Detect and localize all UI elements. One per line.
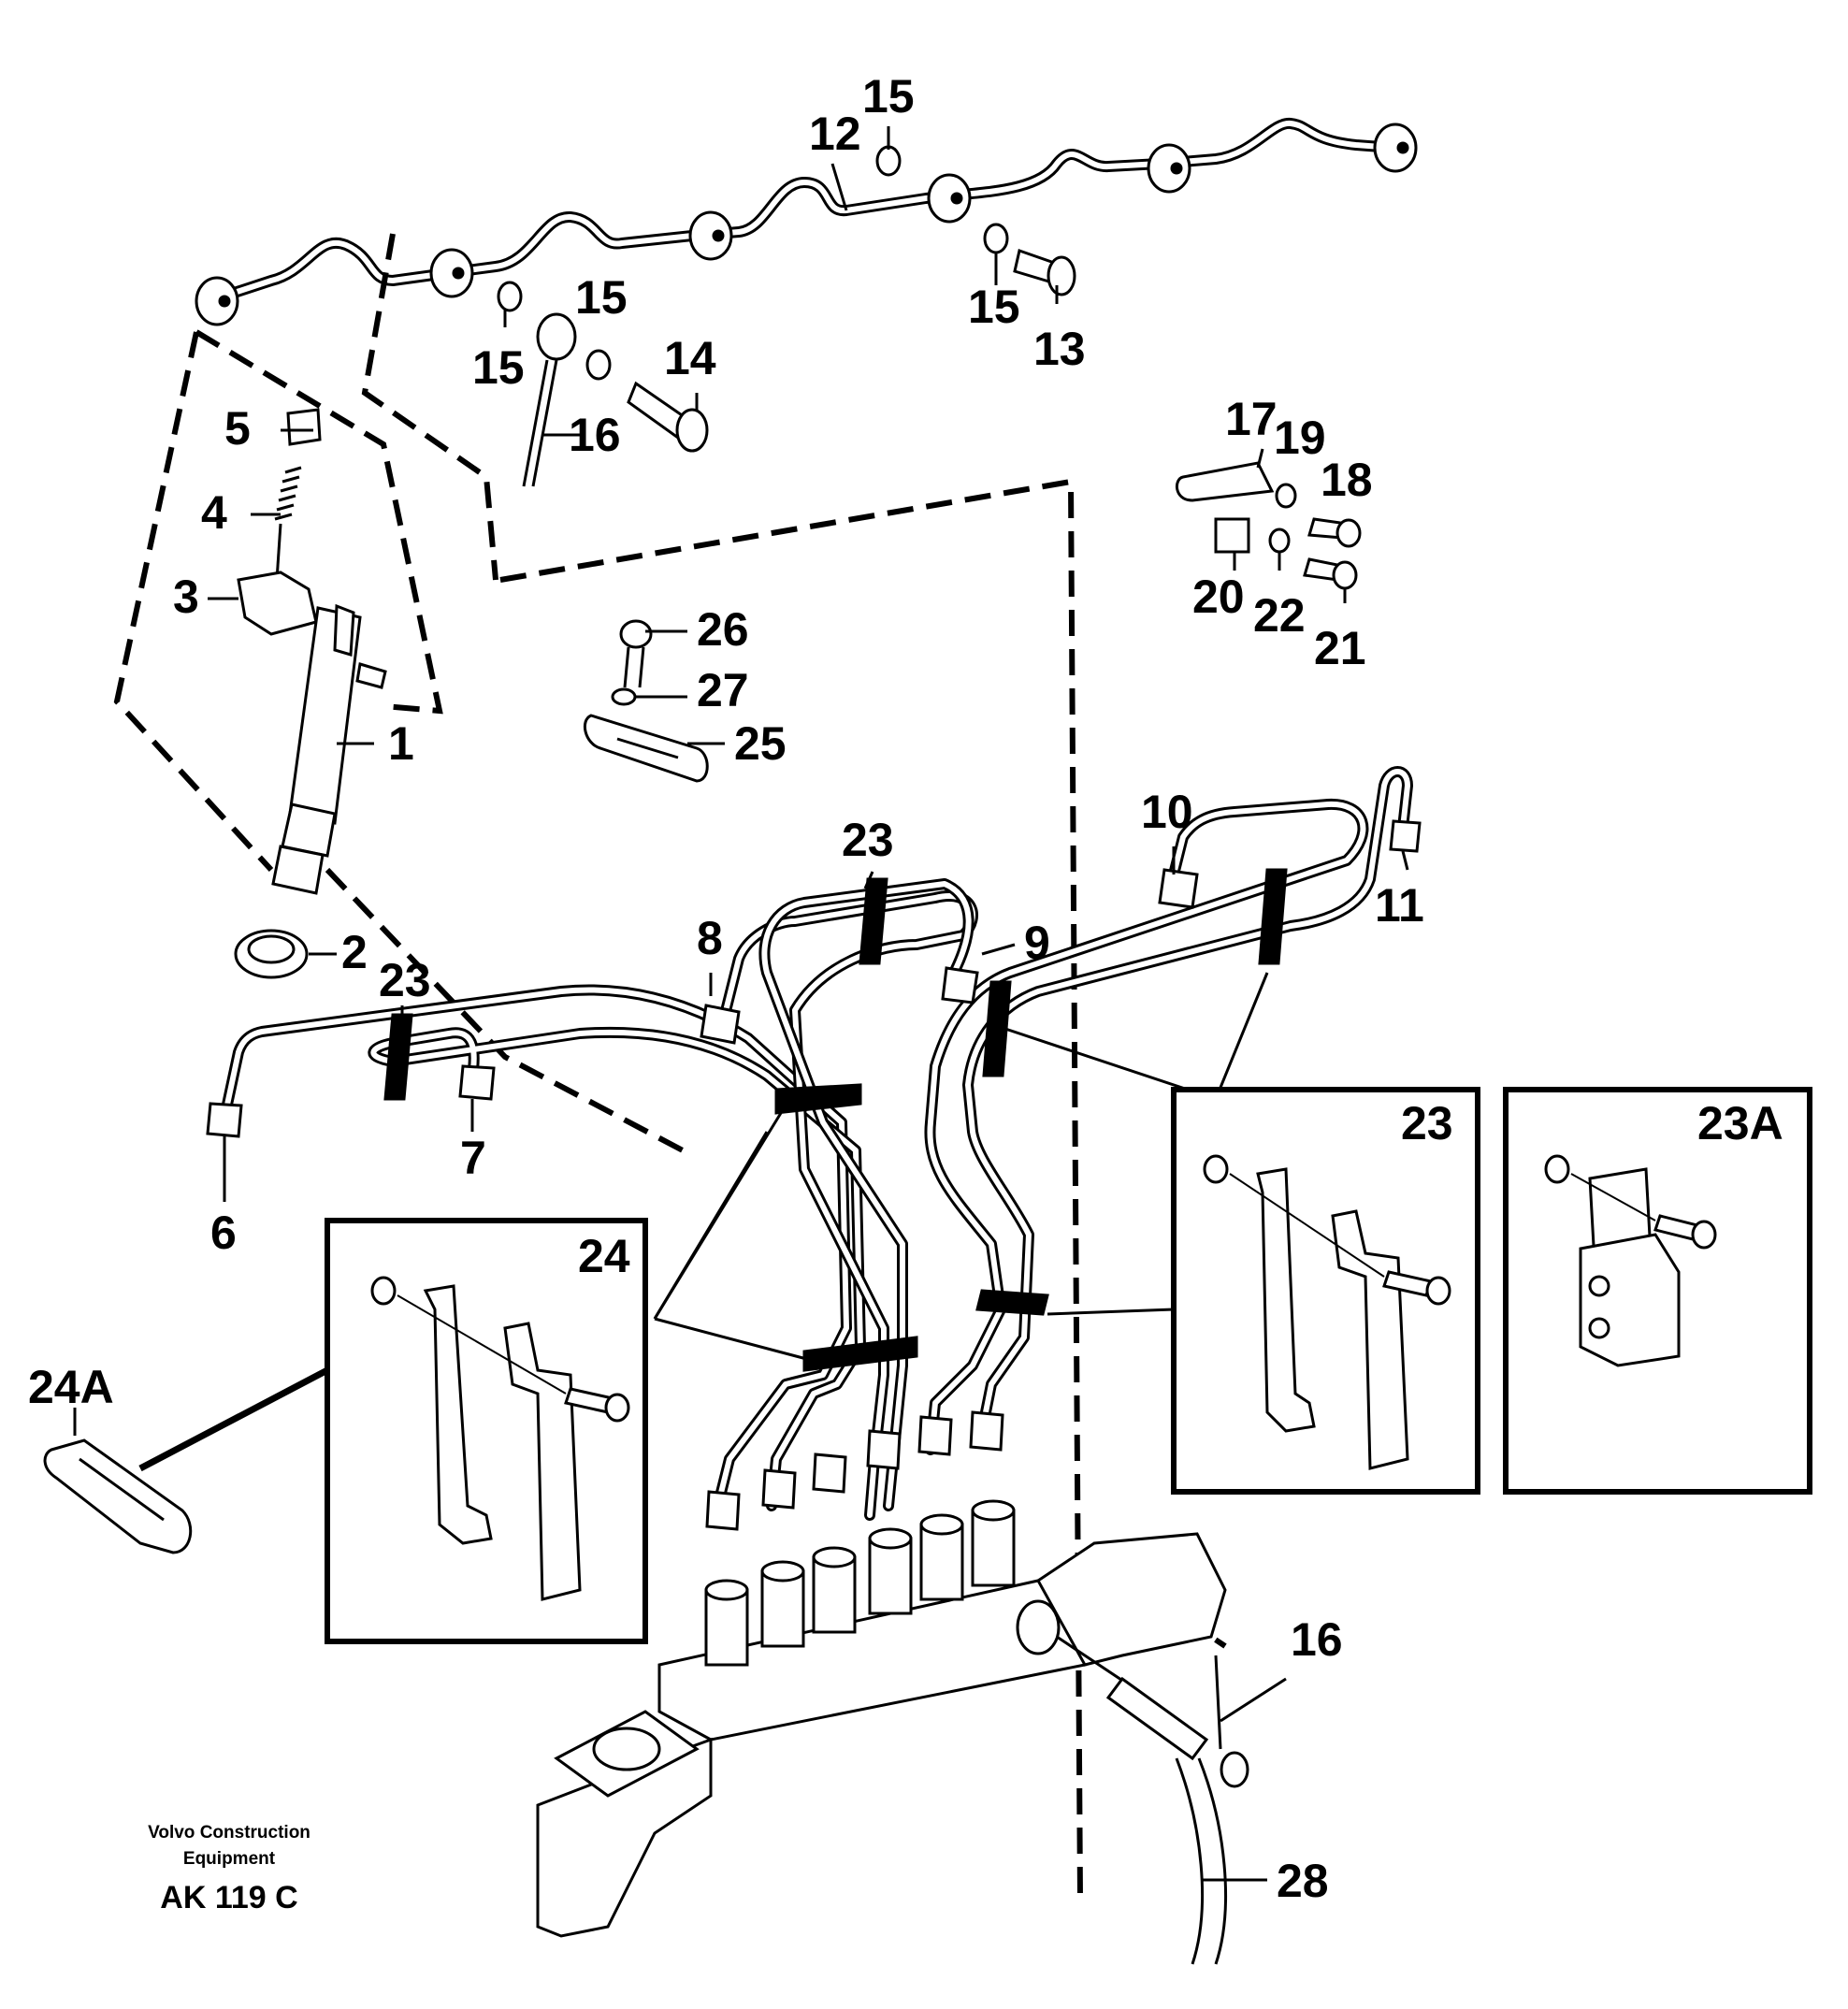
callout-28: 28: [1277, 1855, 1329, 1907]
callout-16-top: 16: [569, 409, 621, 461]
leader-lines: [138, 126, 1409, 1882]
callout-13: 13: [1033, 323, 1086, 375]
detail-box-23: [1171, 1087, 1480, 1495]
callout-24a: 24A: [28, 1361, 114, 1413]
callout-27: 27: [697, 664, 749, 716]
figure-code: AK 119 C: [160, 1880, 297, 1915]
callout-16-bottom: 16: [1291, 1613, 1343, 1666]
callout-1: 1: [388, 717, 414, 770]
injection-pump-icon: [536, 1499, 1249, 1965]
detail-box-23a: [1503, 1087, 1812, 1495]
callout-25: 25: [734, 717, 787, 770]
callout-20: 20: [1192, 571, 1245, 623]
bracket-25: [583, 619, 709, 783]
callout-15-right: 15: [968, 281, 1020, 333]
detail-box-23a-label: 23A: [1697, 1097, 1783, 1149]
callout-11: 11: [1375, 879, 1424, 932]
callout-26: 26: [697, 603, 749, 656]
detail-box-23-label: 23: [1401, 1097, 1453, 1149]
injector-icon: [234, 408, 387, 979]
caption-line2: Equipment: [183, 1849, 276, 1869]
callout-5: 5: [224, 402, 251, 455]
callout-3: 3: [173, 571, 199, 623]
callout-labels: 5 4 3 1 2 23 6 7 8 23 9 10 11 12 15 15 1…: [28, 70, 1783, 1907]
detail-box-24-label: 24: [578, 1230, 630, 1282]
callout-21: 21: [1314, 622, 1366, 674]
pipe-clamp-icon: [383, 868, 1288, 1372]
detail-box-24: [325, 1218, 648, 1644]
callout-19: 19: [1274, 412, 1326, 464]
union-nuts: [206, 819, 1422, 1531]
callout-12: 12: [809, 108, 861, 160]
bracket-24a: [43, 1408, 193, 1554]
figure-caption: Volvo Construction Equipment AK 119 C: [148, 1823, 310, 1915]
callout-8: 8: [697, 912, 723, 964]
caption-line1: Volvo Construction: [148, 1823, 310, 1843]
callout-4: 4: [201, 486, 227, 539]
leak-off-pipe: [195, 118, 1418, 326]
callout-17: 17: [1225, 393, 1278, 445]
callout-23-left: 23: [379, 954, 431, 1006]
callout-15-mid: 15: [575, 271, 628, 324]
callout-9: 9: [1024, 917, 1050, 969]
callout-22: 22: [1253, 589, 1306, 642]
bracket-17-22: [1175, 461, 1362, 590]
callout-18: 18: [1321, 454, 1373, 506]
callout-10: 10: [1141, 786, 1193, 838]
callout-23-top: 23: [842, 814, 894, 866]
callout-14: 14: [664, 332, 716, 384]
callout-15-left: 15: [472, 341, 525, 394]
callout-6: 6: [210, 1207, 237, 1259]
callout-7: 7: [460, 1132, 486, 1184]
callout-2: 2: [341, 926, 368, 978]
high-pressure-pipes: [219, 766, 1413, 1521]
callout-15-top: 15: [862, 70, 915, 123]
